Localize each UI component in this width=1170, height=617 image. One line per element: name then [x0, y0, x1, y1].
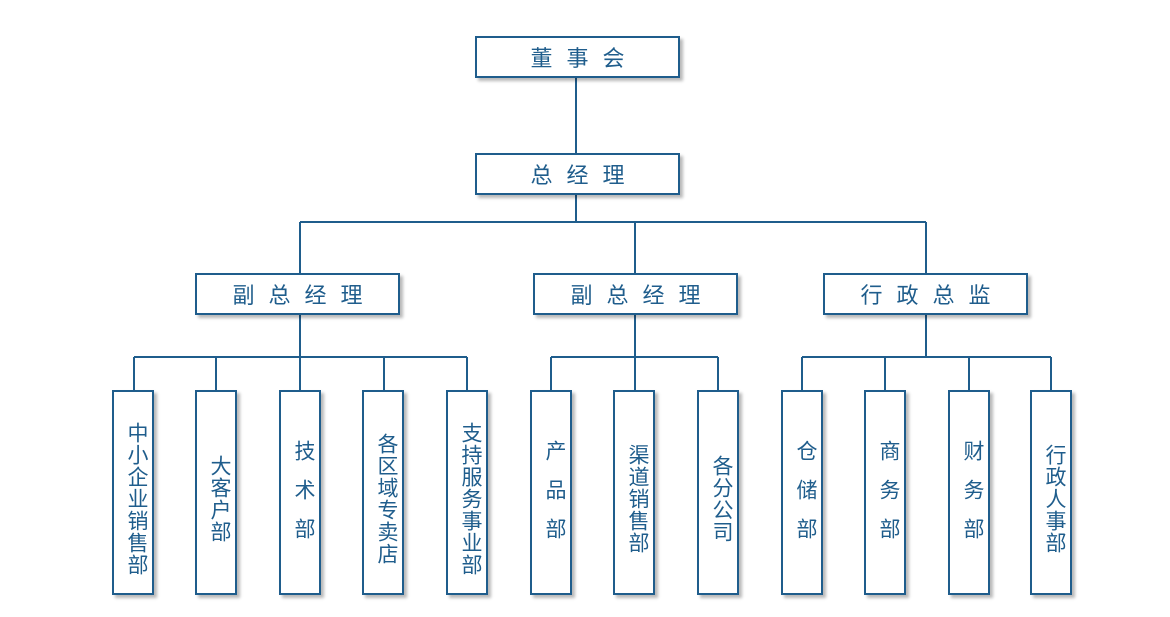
dept-box: 行政人事部 — [1030, 390, 1072, 595]
dept-box: 产品部 — [530, 390, 572, 595]
dept-box: 仓储部 — [781, 390, 823, 595]
board-label: 董事会 — [530, 47, 639, 72]
dept-label: 技术部 — [292, 440, 316, 557]
dept-box: 技术部 — [279, 390, 321, 595]
dept-box: 中小企业销售部 — [112, 390, 154, 595]
dept-label: 各分公司 — [710, 454, 734, 543]
gm-box: 总经理 — [475, 153, 680, 195]
dept-label: 大客户部 — [208, 454, 232, 543]
dept-box: 各分公司 — [697, 390, 739, 595]
manager-label: 副总经理 — [232, 284, 377, 309]
board-box: 董事会 — [475, 36, 680, 78]
dept-label: 行政人事部 — [1043, 443, 1067, 554]
manager-box-3: 行政总监 — [823, 273, 1028, 315]
dept-label: 财务部 — [961, 440, 985, 557]
dept-box: 大客户部 — [195, 390, 237, 595]
dept-box: 商务部 — [864, 390, 906, 595]
manager-box-1: 副总经理 — [195, 273, 400, 315]
manager-label: 副总经理 — [570, 284, 715, 309]
dept-label: 产品部 — [543, 440, 567, 557]
dept-box: 渠道销售部 — [613, 390, 655, 595]
dept-box: 各区域专卖店 — [362, 390, 404, 595]
manager-label: 行政总监 — [860, 284, 1005, 309]
dept-label: 各区域专卖店 — [375, 432, 399, 565]
gm-label: 总经理 — [530, 164, 639, 189]
manager-box-2: 副总经理 — [533, 273, 738, 315]
dept-label: 商务部 — [877, 440, 901, 557]
dept-box: 财务部 — [948, 390, 990, 595]
dept-box: 支持服务事业部 — [446, 390, 488, 595]
dept-label: 支持服务事业部 — [459, 421, 483, 576]
dept-label: 渠道销售部 — [626, 443, 650, 554]
dept-label: 中小企业销售部 — [125, 421, 149, 576]
dept-label: 仓储部 — [794, 440, 818, 557]
